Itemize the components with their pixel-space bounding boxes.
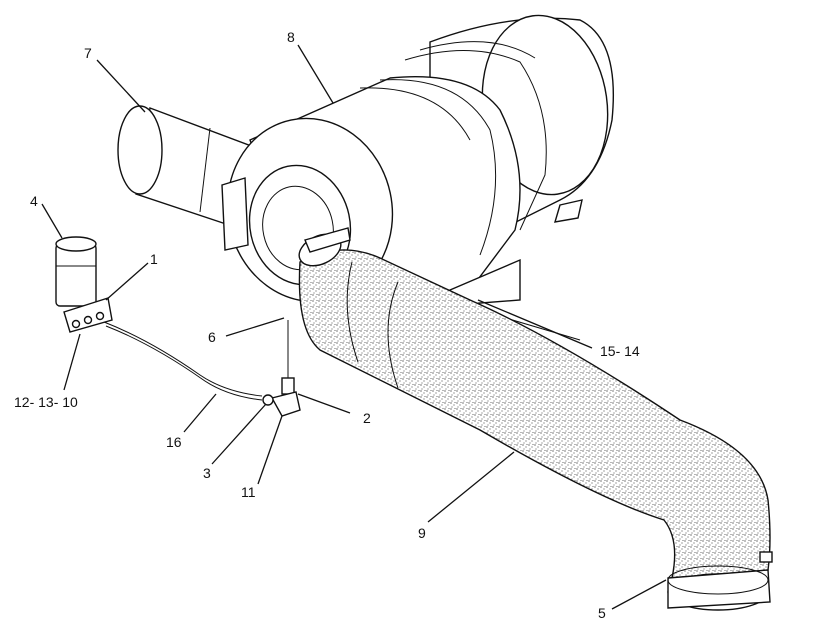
indicator-tube bbox=[103, 320, 289, 401]
leader-15 bbox=[477, 299, 593, 349]
air-hose bbox=[298, 227, 771, 579]
leader-8 bbox=[297, 44, 334, 104]
tee-fitting bbox=[262, 377, 301, 417]
callout-16: 16 bbox=[166, 434, 182, 450]
leader-1 bbox=[105, 262, 149, 301]
callout-5: 5 bbox=[598, 605, 606, 621]
leader-12 bbox=[63, 333, 81, 391]
leader-lines bbox=[41, 44, 667, 610]
leader-5 bbox=[611, 579, 667, 610]
callout-1: 1 bbox=[150, 251, 158, 267]
callout-7: 7 bbox=[84, 45, 92, 61]
outlet-clamp bbox=[667, 551, 773, 611]
leader-6 bbox=[225, 317, 285, 337]
callout-11: 11 bbox=[241, 484, 256, 500]
leader-9 bbox=[427, 451, 515, 523]
callout-9: 9 bbox=[418, 525, 426, 541]
callout-labels: 7 8 4 1 6 12- 13- 10 15- 14 16 2 3 11 9 … bbox=[14, 29, 640, 621]
callout-4: 4 bbox=[30, 193, 38, 209]
leader-16 bbox=[183, 393, 217, 433]
service-indicator bbox=[55, 236, 113, 333]
leader-3 bbox=[211, 403, 267, 465]
callout-2: 2 bbox=[363, 410, 371, 426]
leader-7 bbox=[96, 59, 146, 113]
callout-3: 3 bbox=[203, 465, 211, 481]
leader-11 bbox=[257, 415, 283, 485]
callout-12-13-10: 12- 13- 10 bbox=[14, 394, 78, 410]
callout-8: 8 bbox=[287, 29, 295, 45]
callout-6: 6 bbox=[208, 329, 216, 345]
leader-2 bbox=[297, 393, 351, 414]
leader-4 bbox=[41, 203, 63, 239]
callout-15-14: 15- 14 bbox=[600, 343, 640, 359]
